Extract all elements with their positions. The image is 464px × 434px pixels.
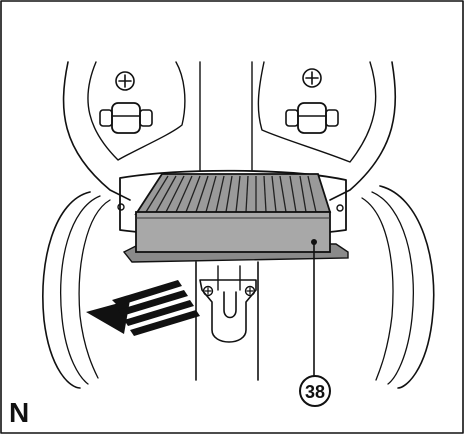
panel-letter: N — [9, 397, 29, 428]
left-screw — [115, 71, 135, 91]
cartridge-front — [135, 211, 331, 253]
callout-circle — [299, 375, 331, 407]
upper-frame-left-lobe — [62, 61, 131, 201]
callout-anchor-dot — [311, 239, 317, 245]
upper-frame-right-lobe — [329, 61, 397, 201]
right-clip — [285, 102, 339, 134]
left-clip — [99, 102, 153, 134]
callout-number: 38 — [305, 382, 325, 402]
opening-hole-left — [117, 203, 125, 211]
opening-hole-right — [336, 204, 344, 212]
right-wheel — [361, 185, 435, 389]
lower-bracket — [195, 261, 259, 381]
left-lobe-inner — [87, 61, 186, 161]
right-screw — [302, 68, 322, 88]
cartridge-ribs — [145, 175, 317, 213]
direction-arrow — [86, 280, 200, 336]
right-lobe-inner — [257, 61, 377, 163]
left-wheel — [42, 191, 111, 389]
